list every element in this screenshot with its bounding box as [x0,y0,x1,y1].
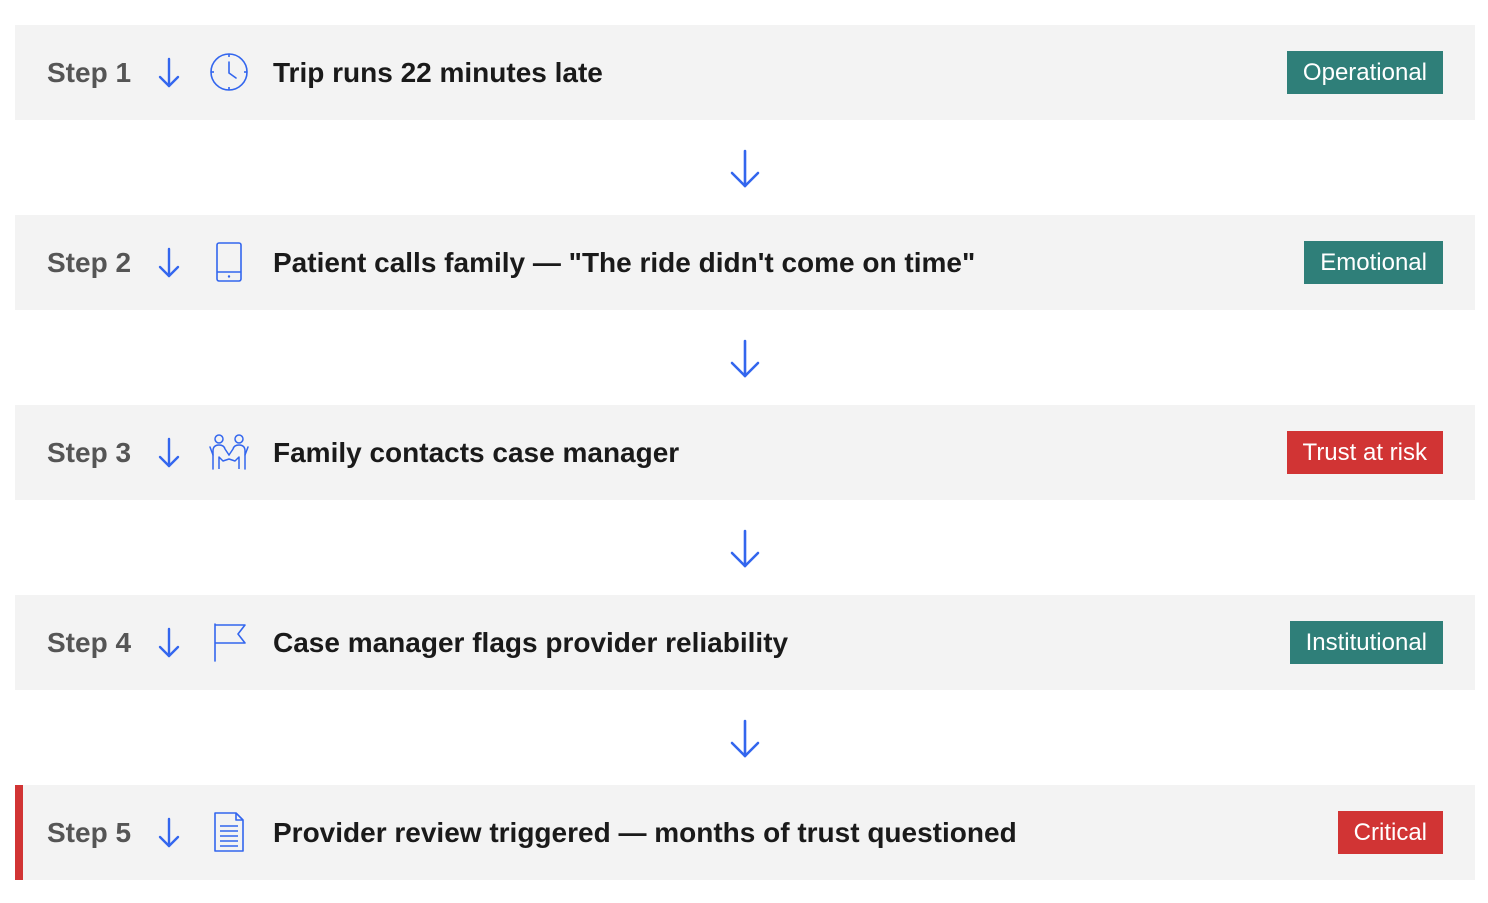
arrow-down-icon [158,627,180,658]
step-row-2: Step 2 Patient calls family — "The ride … [15,215,1475,310]
step-row-1: Step 1 Trip runs 22 minutes late Operati… [15,25,1475,120]
status-badge: Institutional [1289,621,1443,664]
step-title: Family contacts case manager [273,437,680,468]
arrow-down-icon [158,437,180,468]
flow-connector [15,690,1475,785]
status-badge: Operational [1286,51,1443,94]
flow-connector [15,500,1475,595]
people-icon [209,434,249,470]
flow-connector [15,120,1475,215]
status-badge: Emotional [1304,241,1443,284]
step-row-3: Step 3 Family contacts case manager Trus… [15,405,1475,500]
step-label: Step 3 [47,437,132,468]
phone-icon [216,242,242,282]
arrow-down-icon [158,247,180,278]
arrow-down-icon [730,529,760,568]
step-row-4: Step 4 Case manager flags provider relia… [15,595,1475,690]
flow-connector [15,310,1475,405]
step-title: Case manager flags provider reliability [273,627,789,658]
flag-icon [214,623,246,662]
step-title: Patient calls family — "The ride didn't … [273,247,976,278]
status-badge: Critical [1337,811,1443,854]
step-title: Provider review triggered — months of tr… [273,817,1017,848]
arrow-down-icon [158,817,180,848]
arrow-down-icon [730,719,760,758]
step-flow: Step 1 Trip runs 22 minutes late Operati… [15,25,1475,880]
clock-icon [210,53,248,91]
step-label: Step 2 [47,247,132,278]
step-title: Trip runs 22 minutes late [273,57,603,88]
step-label: Step 1 [47,57,132,88]
step-row-5: Step 5 Provider review triggered — month… [15,785,1475,880]
arrow-down-icon [730,149,760,188]
step-label: Step 5 [47,817,132,848]
step-label: Step 4 [47,627,132,658]
document-icon [214,812,244,852]
arrow-down-icon [158,57,180,88]
status-badge: Trust at risk [1286,431,1443,474]
arrow-down-icon [730,339,760,378]
